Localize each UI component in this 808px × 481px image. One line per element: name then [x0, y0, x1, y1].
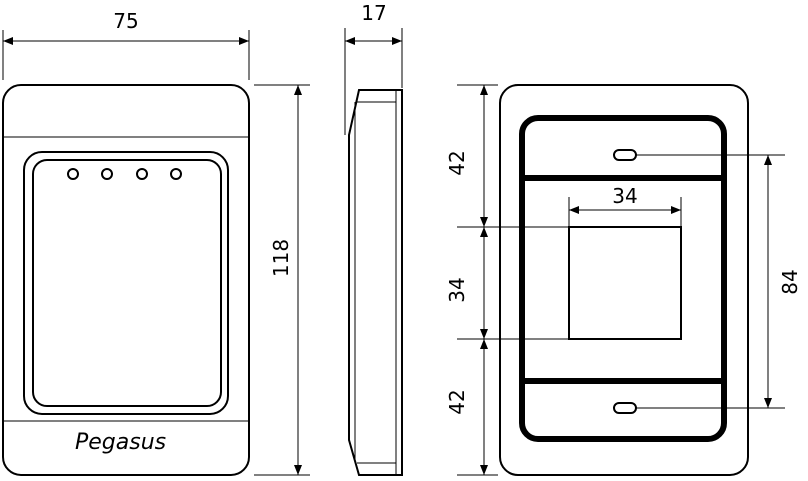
- back-view: 42 34 42 34 84: [445, 84, 802, 476]
- front-width-label: 75: [113, 9, 138, 33]
- back-top-gap-label: 42: [445, 150, 469, 175]
- front-view: Pegasus 75 118: [2, 9, 310, 476]
- back-bottom-gap-label: 42: [445, 389, 469, 414]
- hole-spacing-label: 84: [778, 269, 802, 294]
- led-indicators: [67, 168, 182, 180]
- back-window-width-label: 34: [612, 184, 637, 208]
- led-indicator-2: [101, 168, 113, 180]
- back-center-window: [568, 226, 682, 340]
- back-outline: [499, 84, 749, 476]
- side-depth-label: 17: [361, 1, 386, 25]
- led-indicator-1: [67, 168, 79, 180]
- mounting-hole-bottom: [613, 402, 637, 414]
- back-frame: [519, 115, 727, 442]
- side-view: 17: [344, 1, 403, 476]
- side-outline: [348, 89, 403, 476]
- front-height-label: 118: [269, 239, 293, 277]
- led-indicator-4: [170, 168, 182, 180]
- led-indicator-3: [136, 168, 148, 180]
- front-window-outer: [23, 151, 229, 415]
- front-window-inner: [32, 159, 222, 407]
- mounting-hole-top: [613, 149, 637, 161]
- brand-logo: Pegasus: [75, 430, 166, 455]
- back-window-height-label: 34: [445, 277, 469, 302]
- front-outline: [2, 84, 250, 476]
